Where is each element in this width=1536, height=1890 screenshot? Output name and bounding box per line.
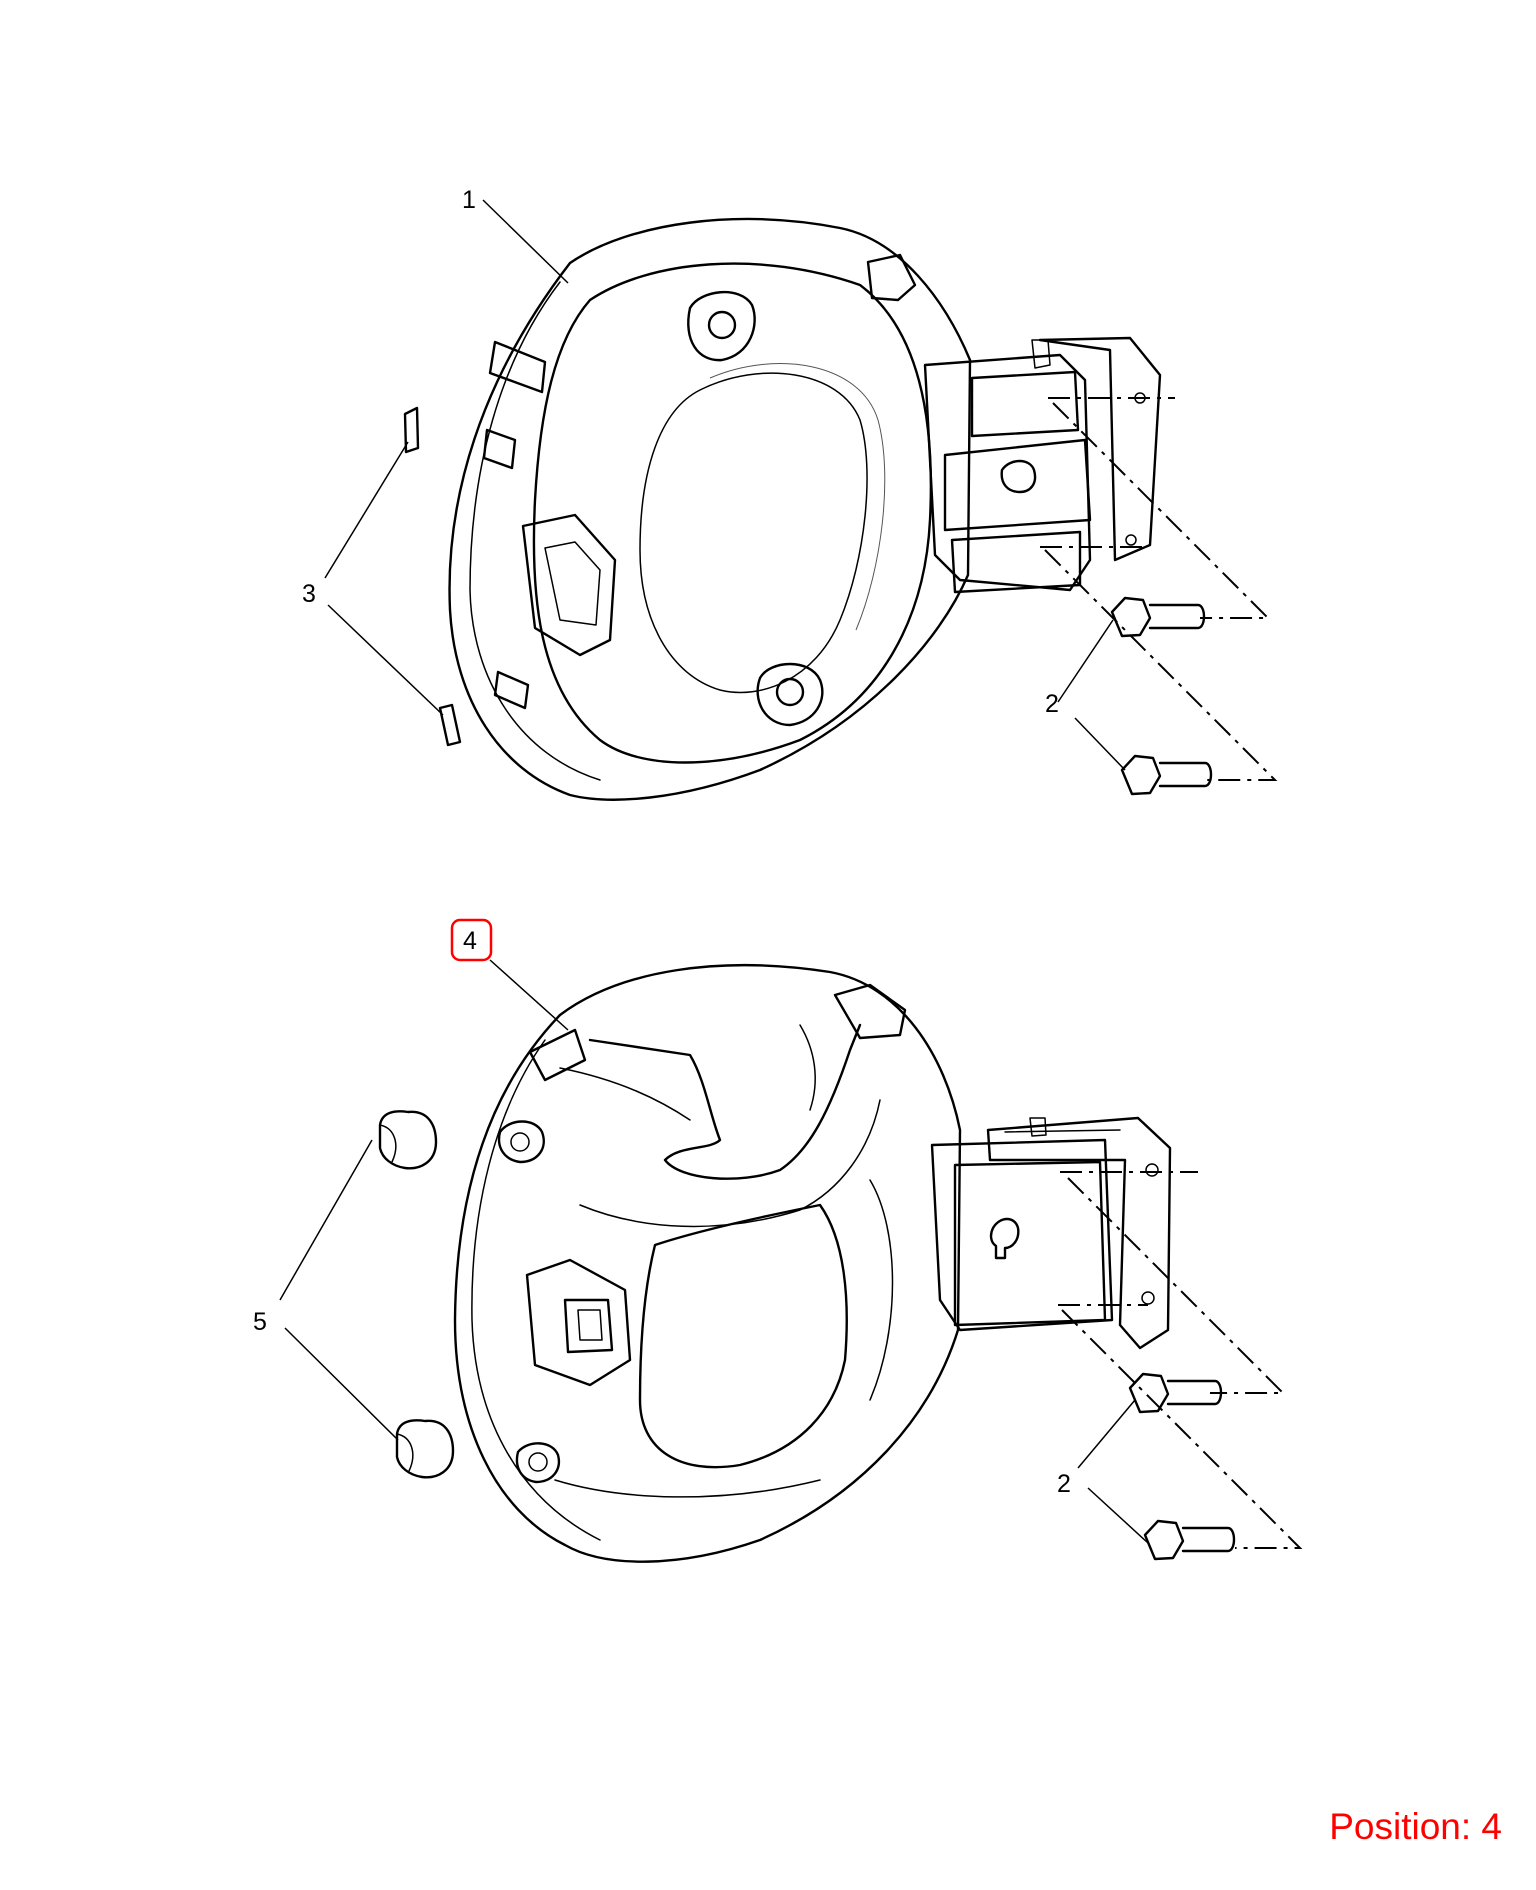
lower-bolt-bottom — [1143, 1519, 1236, 1561]
seal-upper — [403, 406, 420, 454]
callout-2-upper: 2 — [1045, 690, 1059, 718]
upper-bolt-bottom — [1120, 754, 1213, 796]
callout-4: 4 — [463, 927, 477, 955]
bumper-top — [378, 1110, 438, 1170]
position-value: 4 — [1481, 1806, 1502, 1847]
bumper-bottom — [395, 1419, 455, 1479]
position-prefix: Position: — [1329, 1806, 1472, 1847]
lower-bolt-top — [1128, 1372, 1223, 1414]
callout-5: 5 — [253, 1308, 267, 1336]
upper-bolt-top — [1110, 596, 1206, 638]
highlight-box — [450, 918, 493, 962]
position-label: Position: 4 — [1329, 1806, 1502, 1848]
callout-1: 1 — [462, 186, 476, 214]
leader-lines — [279, 199, 1149, 1544]
seal-lower — [438, 703, 462, 747]
upper-fuel-door — [448, 217, 1278, 801]
lower-fuel-door — [453, 964, 1303, 1563]
callout-3: 3 — [302, 580, 316, 608]
callout-2-lower: 2 — [1057, 1470, 1071, 1498]
